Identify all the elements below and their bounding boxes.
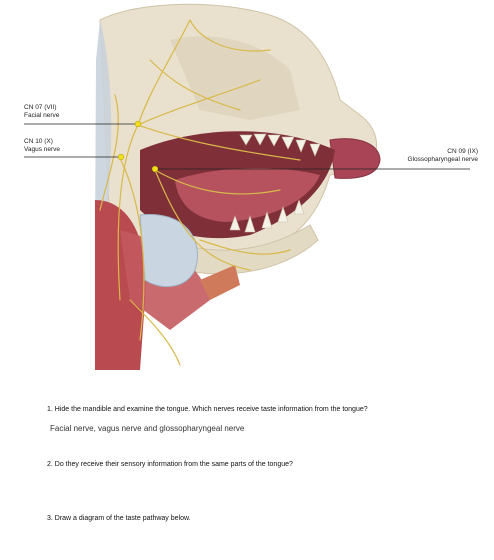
anatomy-figure: CN 07 (VII) Facial nerve CN 10 (X) Vagus… [24,3,478,370]
vagus-nerve-name: Vagus nerve [24,146,61,153]
answer-1: Facial nerve, vagus nerve and glossophar… [50,424,245,433]
vagus-nerve-label: CN 10 (X) Vagus nerve [24,138,60,154]
question-3: 3. Draw a diagram of the taste pathway b… [47,515,191,522]
facial-nerve-marker [134,120,142,128]
question-2: 2. Do they receive their sensory informa… [47,461,293,468]
vagus-nerve-code: CN 10 (X) [24,138,53,145]
question-1: 1. Hide the mandible and examine the ton… [47,406,368,413]
vagus-nerve-marker [117,153,125,161]
facial-nerve-name: Facial nerve [24,112,60,119]
glossopharyngeal-nerve-marker [151,165,159,173]
glossopharyngeal-nerve-label: CN 09 (IX) Glossopharyngeal nerve [408,148,478,164]
facial-nerve-code: CN 07 (VII) [24,104,57,111]
glossopharyngeal-nerve-name: Glossopharyngeal nerve [407,156,478,163]
facial-nerve-label: CN 07 (VII) Facial nerve [24,104,59,120]
glossopharyngeal-nerve-code: CN 09 (IX) [447,148,478,155]
anatomy-illustration [24,3,470,370]
